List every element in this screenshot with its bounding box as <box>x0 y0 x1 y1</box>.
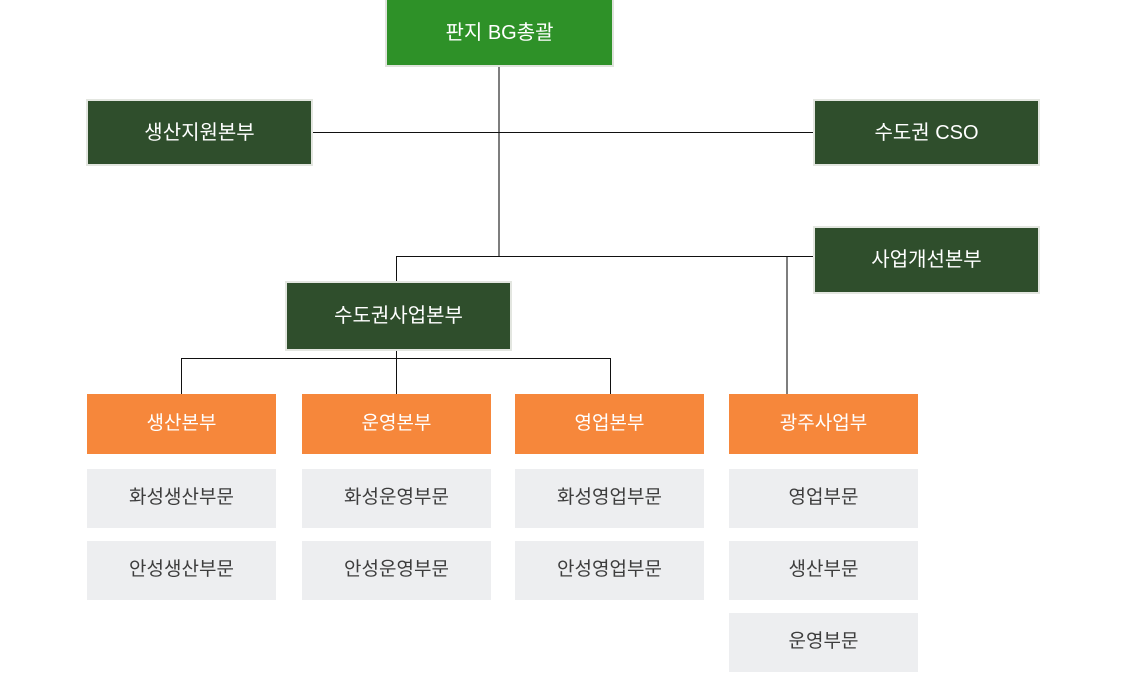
node-metro-cso: 수도권 CSO <box>815 101 1038 164</box>
node-gwangju-sales: 영업부문 <box>729 469 918 528</box>
node-operations-hq: 운영본부 <box>302 394 491 454</box>
node-bg-head-label: 판지 BG총괄 <box>445 21 554 44</box>
node-hwaseong-operations: 화성운영부문 <box>302 469 491 528</box>
sub-node-label: 안성운영부문 <box>344 559 449 581</box>
sub-node-label: 안성영업부문 <box>557 559 662 581</box>
connector-metro-hq-drop <box>396 256 397 283</box>
sub-node-label: 영업부문 <box>788 487 859 509</box>
node-business-improvement: 사업개선본부 <box>815 228 1038 292</box>
node-hwaseong-production: 화성생산부문 <box>87 469 276 528</box>
connector-sales-hq-drop <box>610 358 611 394</box>
node-bg-head: 판지 BG총괄 <box>387 0 612 65</box>
sub-node-label: 운영부문 <box>788 631 859 653</box>
connector-staff-horizontal <box>311 132 815 133</box>
node-gwangju-division: 광주사업부 <box>729 394 918 454</box>
node-hwaseong-sales: 화성영업부문 <box>515 469 704 528</box>
node-anseong-operations: 안성운영부문 <box>302 541 491 600</box>
node-metro-business-hq-label: 수도권사업본부 <box>334 305 463 327</box>
node-production-support: 생산지원본부 <box>88 101 311 164</box>
sub-node-label: 화성생산부문 <box>129 487 234 509</box>
sub-node-label: 화성운영부문 <box>344 487 449 509</box>
node-sales-hq: 영업본부 <box>515 394 704 454</box>
node-gwangju-operations: 운영부문 <box>729 613 918 672</box>
node-metro-cso-label: 수도권 CSO <box>874 121 979 144</box>
node-metro-business-hq: 수도권사업본부 <box>287 283 510 349</box>
node-production-hq: 생산본부 <box>87 394 276 454</box>
node-operations-hq-label: 운영본부 <box>361 412 432 434</box>
sub-node-label: 생산부문 <box>788 559 859 581</box>
connector-root-vertical <box>498 65 500 256</box>
node-business-improvement-label: 사업개선본부 <box>871 249 982 271</box>
node-gwangju-production: 생산부문 <box>729 541 918 600</box>
sub-node-label: 화성영업부문 <box>557 487 662 509</box>
node-production-hq-label: 생산본부 <box>146 412 217 434</box>
connector-gwangju-vertical <box>786 256 788 394</box>
node-gwangju-division-label: 광주사업부 <box>779 412 868 434</box>
connector-improvement-horizontal <box>396 256 815 257</box>
connector-divisions-horizontal <box>181 358 610 359</box>
connector-metro-hq-down <box>396 349 397 394</box>
node-sales-hq-label: 영업본부 <box>574 412 645 434</box>
node-anseong-production: 안성생산부문 <box>87 541 276 600</box>
node-anseong-sales: 안성영업부문 <box>515 541 704 600</box>
sub-node-label: 안성생산부문 <box>129 559 234 581</box>
node-production-support-label: 생산지원본부 <box>144 121 255 144</box>
connector-production-hq-drop <box>181 358 182 394</box>
